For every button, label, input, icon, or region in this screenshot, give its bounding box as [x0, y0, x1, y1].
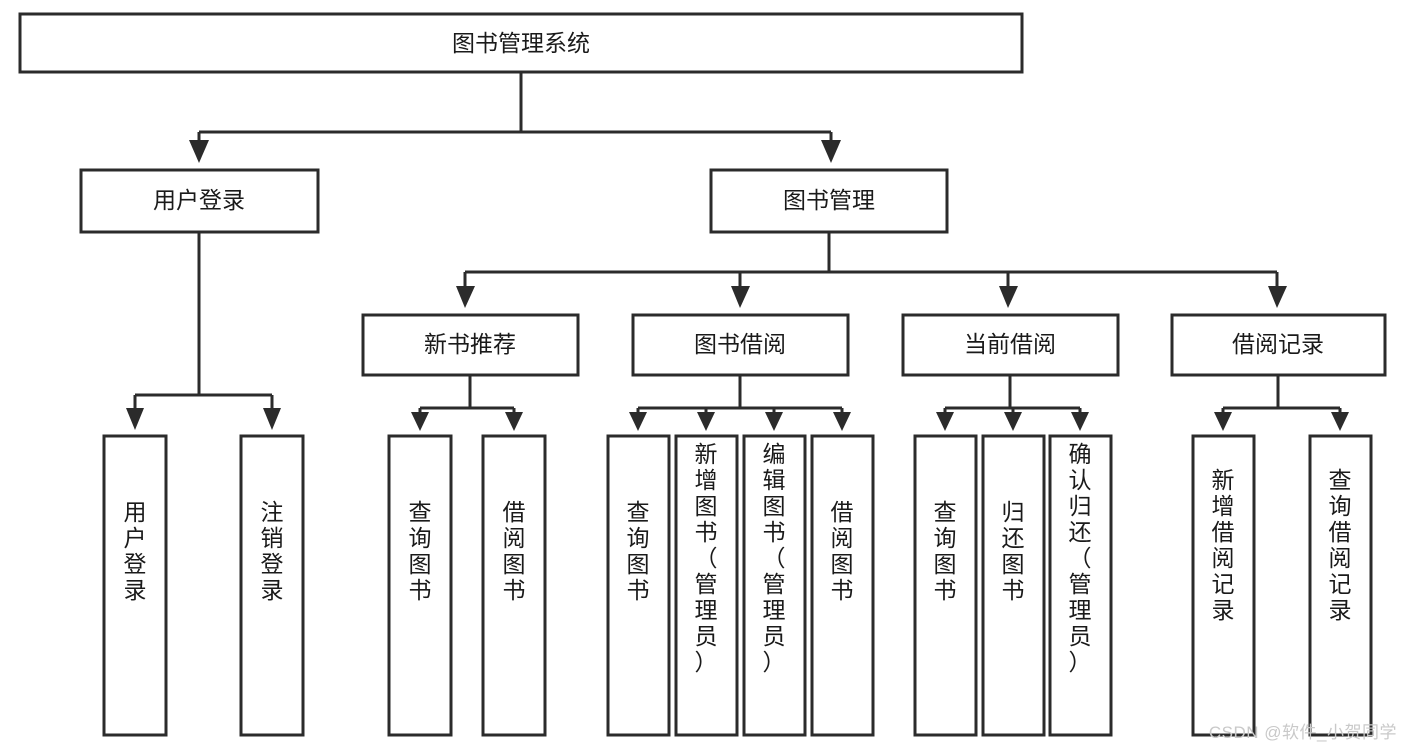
node-borrow-record-box[interactable] [1170, 313, 1387, 377]
node-leaf-add-record-box[interactable] [1191, 434, 1256, 737]
node-leaf-confirm-return[interactable]: 确认归还（管理员） [1048, 434, 1113, 737]
connector-group-book-manage [456, 232, 1287, 308]
node-root-label: 图书管理系统 [452, 30, 590, 56]
node-leaf-user-login-box[interactable] [102, 434, 168, 737]
connector-group-user-login [126, 232, 281, 430]
arrow-head-leaf-borrow-book-1 [505, 412, 523, 431]
arrow-head-leaf-query-book-1 [411, 412, 429, 431]
node-leaf-edit-book-label: 编辑图书（管理员） [763, 441, 786, 675]
node-book-borrow-label: 图书借阅 [694, 331, 786, 357]
node-leaf-user-login-label: 用户登录 [124, 499, 147, 603]
node-leaf-query-book-2-label: 查询图书 [627, 499, 650, 603]
node-current-borrow-box[interactable] [901, 313, 1120, 377]
arrow-head-leaf-user-login [126, 408, 144, 430]
node-leaf-borrow-book-1-label: 借阅图书 [503, 499, 526, 603]
node-leaf-query-book-3[interactable]: 查询图书 [913, 434, 978, 737]
node-leaf-add-book-box[interactable] [674, 434, 739, 737]
arrow-head-book-borrow [731, 286, 750, 308]
node-leaf-add-book-label: 新增图书（管理员） [695, 441, 718, 675]
node-leaf-query-book-3-label: 查询图书 [934, 499, 957, 603]
node-user-login-box[interactable] [79, 168, 320, 234]
node-leaf-user-logout-box[interactable] [239, 434, 305, 737]
connector-group-book-borrow [629, 375, 851, 431]
node-leaf-add-record-label: 新增借阅记录 [1212, 467, 1235, 623]
node-leaf-query-record-label: 查询借阅记录 [1329, 467, 1352, 623]
connector-group-new-book-rec [411, 375, 523, 431]
node-leaf-edit-book-box[interactable] [742, 434, 807, 737]
node-leaf-query-record[interactable]: 查询借阅记录 [1308, 434, 1373, 737]
node-leaf-user-logout[interactable]: 注销登录 [239, 434, 305, 737]
arrow-head-current-borrow [999, 286, 1018, 308]
node-leaf-return-book-label: 归还图书 [1002, 499, 1025, 603]
arrow-head-book-manage [821, 140, 841, 163]
node-new-book-rec-box[interactable] [361, 313, 580, 377]
node-leaf-borrow-book-1[interactable]: 借阅图书 [481, 434, 547, 737]
node-leaf-edit-book[interactable]: 编辑图书（管理员） [742, 434, 807, 737]
node-leaf-query-book-1[interactable]: 查询图书 [387, 434, 453, 737]
node-root[interactable]: 图书管理系统 [18, 12, 1024, 74]
node-book-borrow-box[interactable] [631, 313, 850, 377]
arrow-head-leaf-add-record [1214, 412, 1232, 431]
node-leaf-borrow-book-2[interactable]: 借阅图书 [810, 434, 875, 737]
arrow-head-leaf-borrow-book-2 [833, 412, 851, 431]
connector-group-borrow-record [1214, 375, 1349, 431]
arrow-head-leaf-add-book [697, 412, 715, 431]
node-leaf-add-record[interactable]: 新增借阅记录 [1191, 434, 1256, 737]
node-user-login-label: 用户登录 [153, 187, 245, 213]
node-leaf-user-login[interactable]: 用户登录 [102, 434, 168, 737]
node-leaf-return-book[interactable]: 归还图书 [981, 434, 1046, 737]
connector-group-root [189, 72, 841, 163]
node-leaf-confirm-return-box[interactable] [1048, 434, 1113, 737]
node-user-login[interactable]: 用户登录 [79, 168, 320, 234]
node-borrow-record-label: 借阅记录 [1232, 331, 1324, 357]
node-leaf-borrow-book-2-box[interactable] [810, 434, 875, 737]
node-new-book-rec-label: 新书推荐 [424, 331, 516, 357]
arrow-head-new-book-rec [456, 286, 475, 308]
arrow-head-leaf-query-book-3 [936, 412, 954, 431]
node-root-box[interactable] [18, 12, 1024, 74]
node-borrow-record[interactable]: 借阅记录 [1170, 313, 1387, 377]
arrow-head-leaf-return-book [1004, 412, 1022, 431]
arrow-head-borrow-record [1268, 286, 1287, 308]
arrow-head-user-login [189, 140, 209, 163]
node-leaf-query-record-box[interactable] [1308, 434, 1373, 737]
node-current-borrow-label: 当前借阅 [964, 331, 1056, 357]
node-new-book-rec[interactable]: 新书推荐 [361, 313, 580, 377]
node-leaf-return-book-box[interactable] [981, 434, 1046, 737]
node-current-borrow[interactable]: 当前借阅 [901, 313, 1120, 377]
node-leaf-query-book-3-box[interactable] [913, 434, 978, 737]
node-leaf-borrow-book-2-label: 借阅图书 [831, 499, 854, 603]
node-book-manage-label: 图书管理 [783, 187, 875, 213]
node-leaf-query-book-1-box[interactable] [387, 434, 453, 737]
connector-group-current-borrow [936, 375, 1089, 431]
node-book-manage-box[interactable] [709, 168, 949, 234]
node-leaf-query-book-2-box[interactable] [606, 434, 671, 737]
node-book-borrow[interactable]: 图书借阅 [631, 313, 850, 377]
node-leaf-user-logout-label: 注销登录 [261, 499, 284, 603]
node-book-manage[interactable]: 图书管理 [709, 168, 949, 234]
arrow-head-leaf-edit-book [765, 412, 783, 431]
node-leaf-query-book-1-label: 查询图书 [409, 499, 432, 603]
node-leaf-confirm-return-label: 确认归还（管理员） [1069, 441, 1092, 675]
arrow-head-leaf-confirm-return [1071, 412, 1089, 431]
node-leaf-query-book-2[interactable]: 查询图书 [606, 434, 671, 737]
arrow-head-leaf-user-logout [263, 408, 281, 430]
node-leaf-borrow-book-1-box[interactable] [481, 434, 547, 737]
node-leaf-add-book[interactable]: 新增图书（管理员） [674, 434, 739, 737]
arrow-head-leaf-query-book-2 [629, 412, 647, 431]
arrow-head-leaf-query-record [1331, 412, 1349, 431]
